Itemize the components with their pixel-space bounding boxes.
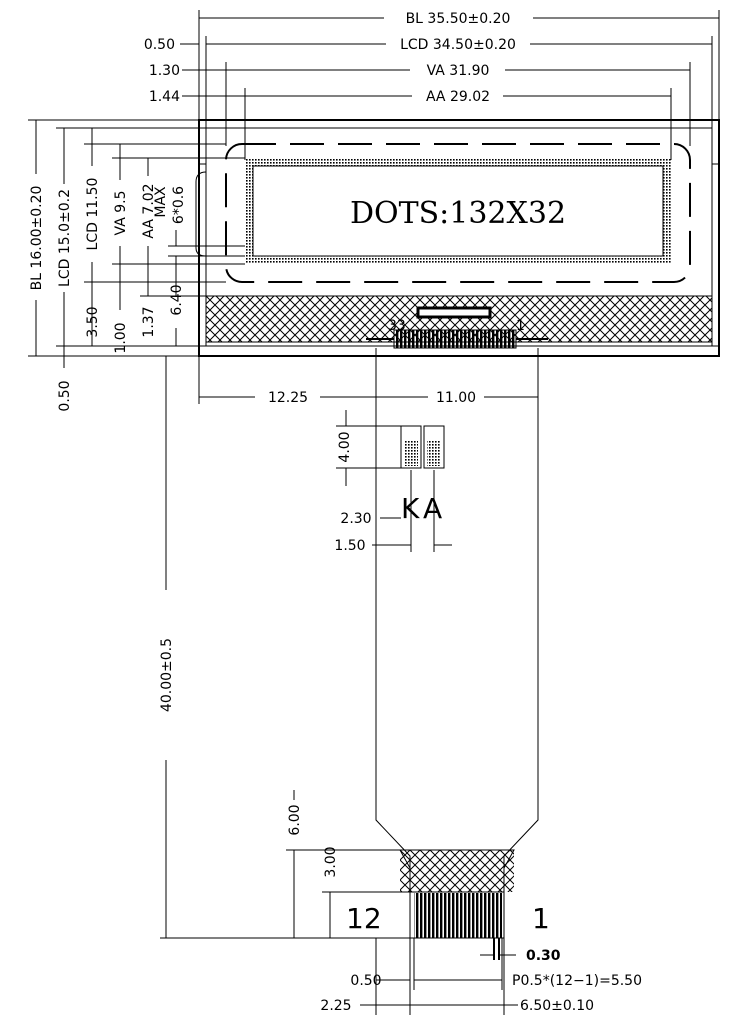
led-pads: K A [400,425,445,525]
dim-aa-height: AA 7.02 [141,183,157,238]
fpc-top-pads: 33 1 [366,318,548,349]
driver-ic [416,306,492,319]
dim-left-050: 0.50 [144,37,175,53]
dim-pitch: P0.5*(12−1)=5.50 [512,973,642,989]
led-a-label: A [423,492,442,525]
dim-v-137: 1.37 [141,306,157,337]
dots-label: DOTS:132X32 [350,196,566,231]
top-dimensions: BL 35.50±0.20 LCD 34.50±0.20 0.50 VA 31.… [144,10,720,160]
pin-1-top-label: 1 [516,318,525,334]
fpc-stiffener-hatch [400,850,514,892]
dim-fpc-width-top: 11.00 [436,390,476,406]
dim-dot-size: 6*0.6 [171,186,187,224]
dim-left-130: 1.30 [149,63,180,79]
dim-v-100: 1.00 [113,322,129,353]
backlight-outline [198,119,720,357]
dim-pin-030: 0.30 [526,948,561,964]
dim-v-350: 3.50 [85,306,101,337]
dim-fpc-length: 40.00±0.5 [159,638,175,712]
active-area: DOTS:132X32 [245,158,671,264]
dim-left-144: 1.44 [149,89,180,105]
dim-fpc-300: 3.00 [323,846,339,877]
dim-v-640: 6.40 [169,284,185,315]
dim-led-150: 1.50 [334,538,365,554]
viewing-area-outline [225,143,691,283]
fpc-dimensions: 12.25 11.00 4.00 2.30 1.50 40.00±0.5 6.0… [159,356,642,1015]
dim-aa-width: AA 29.02 [426,89,490,105]
max-label: MAX [153,186,169,218]
dim-led-400: 4.00 [337,431,353,462]
pin-12-label: 12 [346,902,382,935]
dim-va-width: VA 31.90 [427,63,490,79]
dim-pin-050: 0.50 [350,973,381,989]
dim-lcd-width: LCD 34.50±0.20 [400,37,516,53]
dim-va-height: VA 9.5 [113,191,129,236]
dim-lcd-height: LCD 15.0±0.2 [57,189,73,287]
left-dimensions: BL 16.00±0.20 LCD 15.0±0.2 LCD 11.50 3.5… [28,119,245,412]
dim-led-230: 2.30 [340,511,371,527]
dim-fpc-600: 6.00 [287,804,303,835]
dim-fpc-offset: 12.25 [268,390,308,406]
pin-1-bottom-label: 1 [532,902,550,935]
fpc-stiffener-edge [399,849,515,893]
dim-v-050: 0.50 [57,380,73,411]
pin-33-label: 33 [388,318,406,334]
dim-bl-height: BL 16.00±0.20 [29,186,45,291]
dim-bl-width: BL 35.50±0.20 [406,11,511,27]
dim-pin-225: 2.25 [320,998,351,1014]
fpc-gold-fingers [414,893,502,938]
dim-fpc-width-bottom: 6.50±0.10 [520,998,594,1014]
dim-lcd-115: LCD 11.50 [85,178,101,251]
